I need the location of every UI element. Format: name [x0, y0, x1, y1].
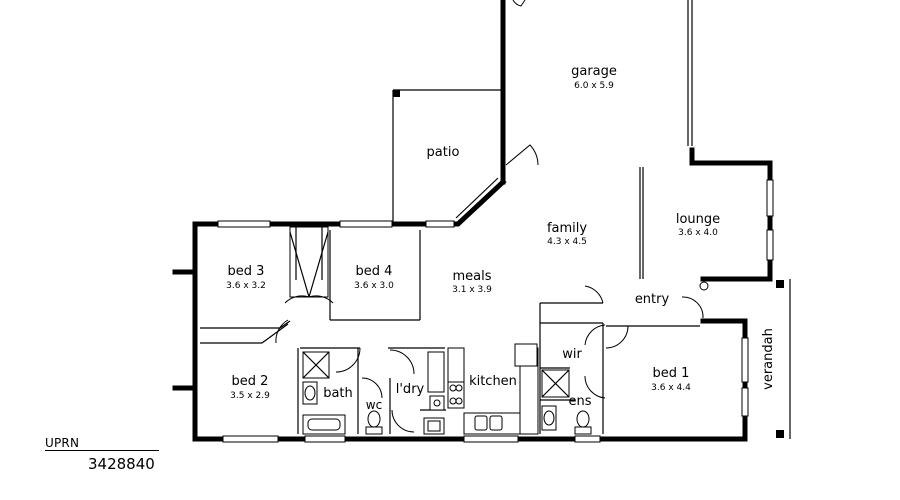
patio-door-swing	[505, 144, 539, 166]
kitchen-fixtures	[447, 343, 539, 435]
lounge-label: lounge	[676, 212, 720, 227]
wir-label: wir	[562, 347, 582, 362]
verandah-outline	[776, 279, 791, 439]
uprn-divider	[45, 450, 159, 451]
ens-label: ens	[568, 394, 591, 409]
doors	[275, 285, 704, 433]
uprn-label: UPRN	[45, 436, 80, 450]
garage-dims: 6.0 x 5.9	[574, 81, 614, 91]
bed3-label: bed 3	[228, 264, 265, 279]
bed4-label: bed 4	[356, 264, 393, 279]
lounge-dims: 3.6 x 4.0	[678, 228, 718, 238]
interior-walls	[200, 167, 700, 434]
family-label: family	[547, 221, 587, 236]
windows	[217, 179, 774, 443]
patio-label: patio	[427, 145, 460, 160]
uprn-value: 3428840	[88, 455, 155, 473]
ensuite-fixtures	[541, 281, 709, 435]
bed3-dims: 3.6 x 3.2	[226, 281, 266, 291]
bed2-label: bed 2	[232, 374, 269, 389]
meals-label: meals	[452, 269, 491, 284]
wc-label: wc	[366, 398, 382, 412]
ldry-label: l'dry	[396, 382, 425, 397]
verandah-label: verandah	[761, 328, 776, 390]
bed1-label: bed 1	[653, 366, 690, 381]
patio-outline	[392, 89, 503, 224]
garage-label: garage	[571, 64, 617, 79]
bed2-dims: 3.5 x 2.9	[230, 391, 270, 401]
garage-door	[687, 0, 693, 146]
bath-fixtures	[302, 351, 346, 435]
garage-side-door	[512, 0, 526, 7]
wc-toilet	[365, 410, 383, 435]
kitchen-label: kitchen	[469, 374, 517, 389]
bed-robes	[289, 226, 329, 298]
laundry-fixtures	[423, 351, 445, 435]
garage-walls	[500, 0, 773, 185]
bath-label: bath	[323, 386, 353, 401]
family-dims: 4.3 x 4.5	[547, 237, 587, 247]
bed1-dims: 3.6 x 4.4	[651, 383, 691, 393]
angled-glazing	[455, 177, 503, 225]
bed4-dims: 3.6 x 3.0	[354, 281, 394, 291]
entry-label: entry	[635, 292, 670, 307]
meals-dims: 3.1 x 3.9	[452, 285, 492, 295]
